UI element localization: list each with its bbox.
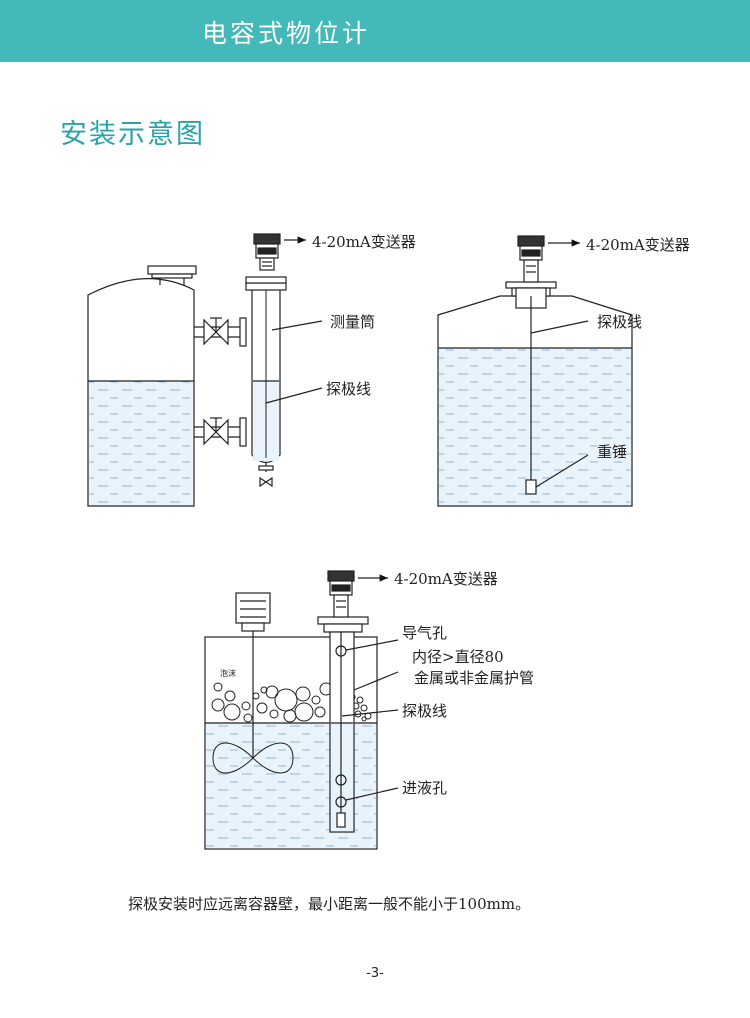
probe-label-1: 探极线	[326, 380, 372, 398]
transmitter-label-1: 4-20mA变送器	[312, 233, 416, 251]
tank-1	[87, 265, 197, 507]
leader-line	[530, 320, 589, 334]
weight-label: 重锤	[597, 443, 628, 461]
tube-label: 测量筒	[330, 313, 376, 331]
probe-label-2: 探极线	[597, 313, 643, 331]
section-title: 安装示意图	[60, 119, 205, 150]
inlet-label: 进液孔	[402, 779, 448, 797]
agitator-motor-icon	[212, 592, 294, 774]
weight-icon	[525, 479, 537, 495]
foam-label: 泡沫	[220, 669, 236, 678]
pipe-label-line2: 金属或非金属护管	[414, 669, 535, 687]
transmitter-icon	[253, 233, 281, 271]
leader-line	[265, 387, 323, 404]
protective-pipe	[317, 616, 369, 833]
leader-line	[345, 787, 399, 801]
measuring-tube	[245, 276, 287, 488]
vent-label: 导气孔	[402, 624, 448, 642]
probe-label-3: 探极线	[402, 702, 448, 720]
page-header: 电容式物位计	[0, 0, 750, 62]
valve-icon	[194, 317, 247, 347]
transmitter-icon	[327, 570, 355, 618]
transmitter-icon	[517, 235, 545, 283]
diagram-external-tube	[87, 233, 323, 507]
diagram-direct-probe	[437, 235, 633, 507]
leader-line	[535, 454, 589, 488]
caption: 探极安装时应远离容器壁，最小距离一般不能小于100mm。	[128, 895, 531, 913]
pipe-label-line1: 内径>直径80	[412, 648, 504, 666]
leader-line	[271, 320, 323, 331]
flange-icon	[505, 281, 557, 309]
tank-2	[437, 295, 633, 507]
transmitter-label-2: 4-20mA变送器	[586, 236, 690, 254]
leader-line	[341, 709, 399, 717]
transmitter-label-3: 4-20mA变送器	[394, 570, 498, 588]
page-number: -3-	[366, 966, 384, 981]
diagram-protective-pipe	[204, 570, 399, 850]
leader-line	[345, 639, 399, 651]
leader-line	[353, 671, 399, 691]
valve-icon	[194, 417, 247, 447]
header-title: 电容式物位计	[202, 19, 371, 48]
